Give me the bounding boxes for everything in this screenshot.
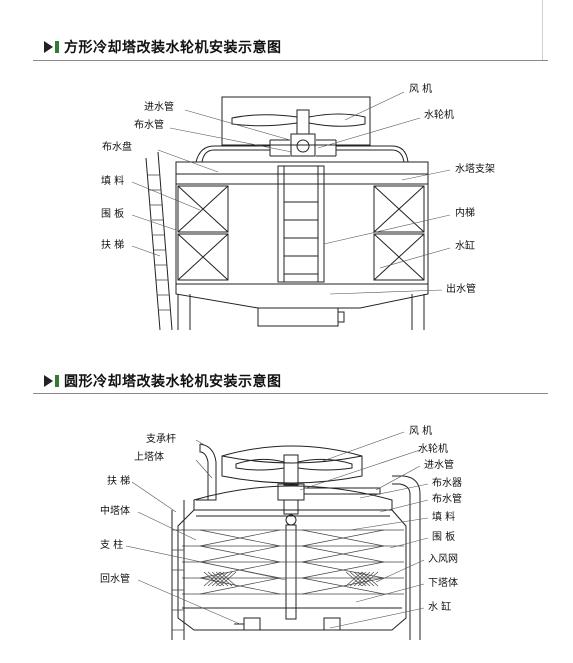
top-rule bbox=[33, 60, 548, 61]
label-distribution-tray: 布水盘 bbox=[102, 142, 132, 153]
section-title-square: 方形冷却塔改装水轮机安装示意图 bbox=[64, 40, 282, 56]
label-enclosure: 围 板 bbox=[101, 209, 125, 220]
label-inner-ladder: 内梯 bbox=[455, 208, 475, 219]
label-fan: 风 机 bbox=[409, 84, 433, 95]
label-inlet-pipe: 进水管 bbox=[144, 102, 174, 113]
label-round-enclosure: 围 板 bbox=[432, 532, 456, 543]
label-outlet-pipe: 出水管 bbox=[446, 284, 476, 295]
label-distributor-pipe: 布水管 bbox=[134, 120, 164, 131]
label-round-air-inlet: 入风网 bbox=[428, 554, 458, 565]
label-round-lower-body: 下塔体 bbox=[428, 578, 458, 589]
label-round-middle-body: 中塔体 bbox=[100, 506, 130, 517]
label-round-fan: 风 机 bbox=[409, 426, 433, 437]
middle-rule bbox=[33, 393, 548, 394]
label-round-ladder: 扶 梯 bbox=[107, 476, 131, 487]
label-round-upper-body: 上塔体 bbox=[134, 452, 164, 463]
label-round-column: 支 柱 bbox=[100, 540, 124, 551]
triangle-bullet-icon bbox=[44, 375, 53, 387]
accent-bar-icon bbox=[55, 41, 59, 53]
label-fill: 填 料 bbox=[101, 176, 125, 187]
label-round-inlet-pipe: 进水管 bbox=[424, 460, 454, 471]
label-round-return-pipe: 回水管 bbox=[100, 574, 130, 585]
section-heading-square: 方形冷却塔改装水轮机安装示意图 bbox=[44, 38, 282, 56]
label-round-sprinkler: 布水器 bbox=[432, 478, 462, 489]
label-round-bracket: 支承杆 bbox=[146, 434, 176, 445]
accent-bar-icon bbox=[55, 375, 59, 387]
section-heading-round: 圆形冷却塔改装水轮机安装示意图 bbox=[44, 372, 282, 390]
label-ladder: 扶 梯 bbox=[101, 240, 125, 251]
label-tower-frame: 水塔支架 bbox=[455, 164, 495, 175]
label-round-distributor-pipe: 布水管 bbox=[432, 494, 462, 505]
margin-line bbox=[542, 0, 543, 60]
label-round-water-tank: 水 缸 bbox=[428, 602, 452, 613]
section-title-round: 圆形冷却塔改装水轮机安装示意图 bbox=[64, 374, 282, 390]
label-water-tank: 水缸 bbox=[455, 241, 475, 252]
label-round-fill: 填 料 bbox=[432, 512, 456, 523]
triangle-bullet-icon bbox=[44, 41, 53, 53]
label-round-turbine: 水轮机 bbox=[418, 444, 448, 455]
label-turbine: 水轮机 bbox=[424, 110, 454, 121]
